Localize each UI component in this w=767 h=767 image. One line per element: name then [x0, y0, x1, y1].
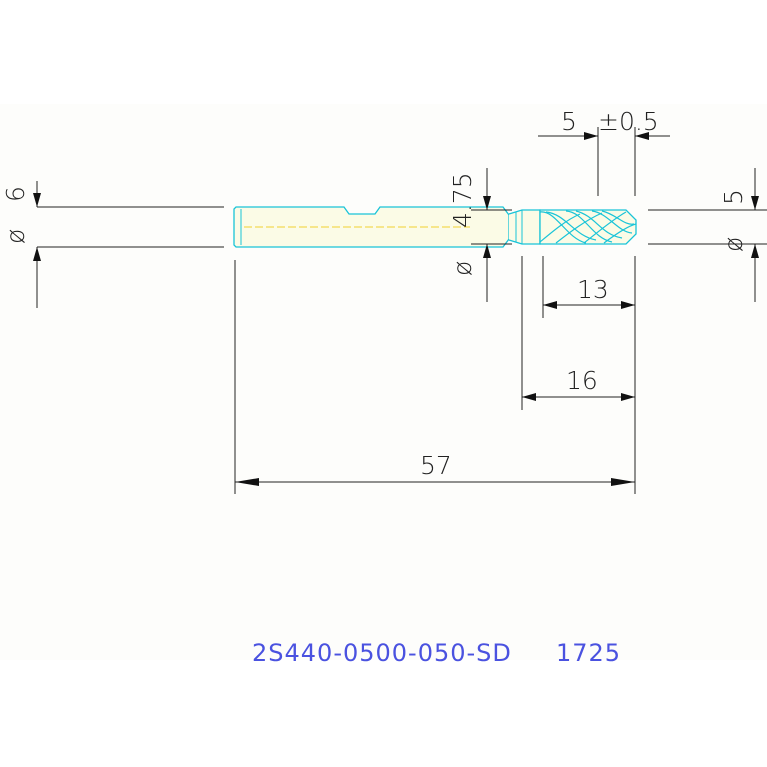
part-code: 1725 — [556, 639, 621, 667]
neck-diameter-symbol: ø — [448, 261, 477, 276]
cut-diameter-value: 5 — [719, 189, 748, 205]
cut-diameter-symbol: ø — [719, 237, 748, 252]
overall-length-value: 57 — [420, 451, 452, 480]
flute-length-dimension — [542, 256, 636, 318]
neck-diameter-value: 4.75 — [448, 172, 477, 228]
shank-diameter-value: 6 — [1, 186, 30, 202]
drawing-sheet — [0, 104, 767, 660]
end-mill-tool — [233, 206, 637, 248]
neck-length-value: 16 — [566, 366, 598, 395]
shank-diameter-symbol: ø — [1, 229, 30, 244]
flute-outline — [539, 209, 637, 245]
neck-diameter-dimension — [471, 168, 512, 302]
flute-pitch-dimension — [538, 127, 670, 196]
neck-outline — [508, 209, 541, 245]
flute-length-value: 13 — [577, 275, 609, 304]
cut-diameter-dimension — [648, 168, 767, 302]
part-number: 2S440-0500-050-SD — [252, 639, 512, 667]
shank-diameter-dimension — [33, 181, 224, 308]
flute-pitch-tolerance: ±0.5 — [598, 107, 659, 136]
flute-pitch-value: 5 — [561, 107, 577, 136]
overall-length-dimension — [234, 260, 636, 494]
flute-helix — [539, 210, 637, 244]
neck-length-dimension — [521, 256, 636, 410]
